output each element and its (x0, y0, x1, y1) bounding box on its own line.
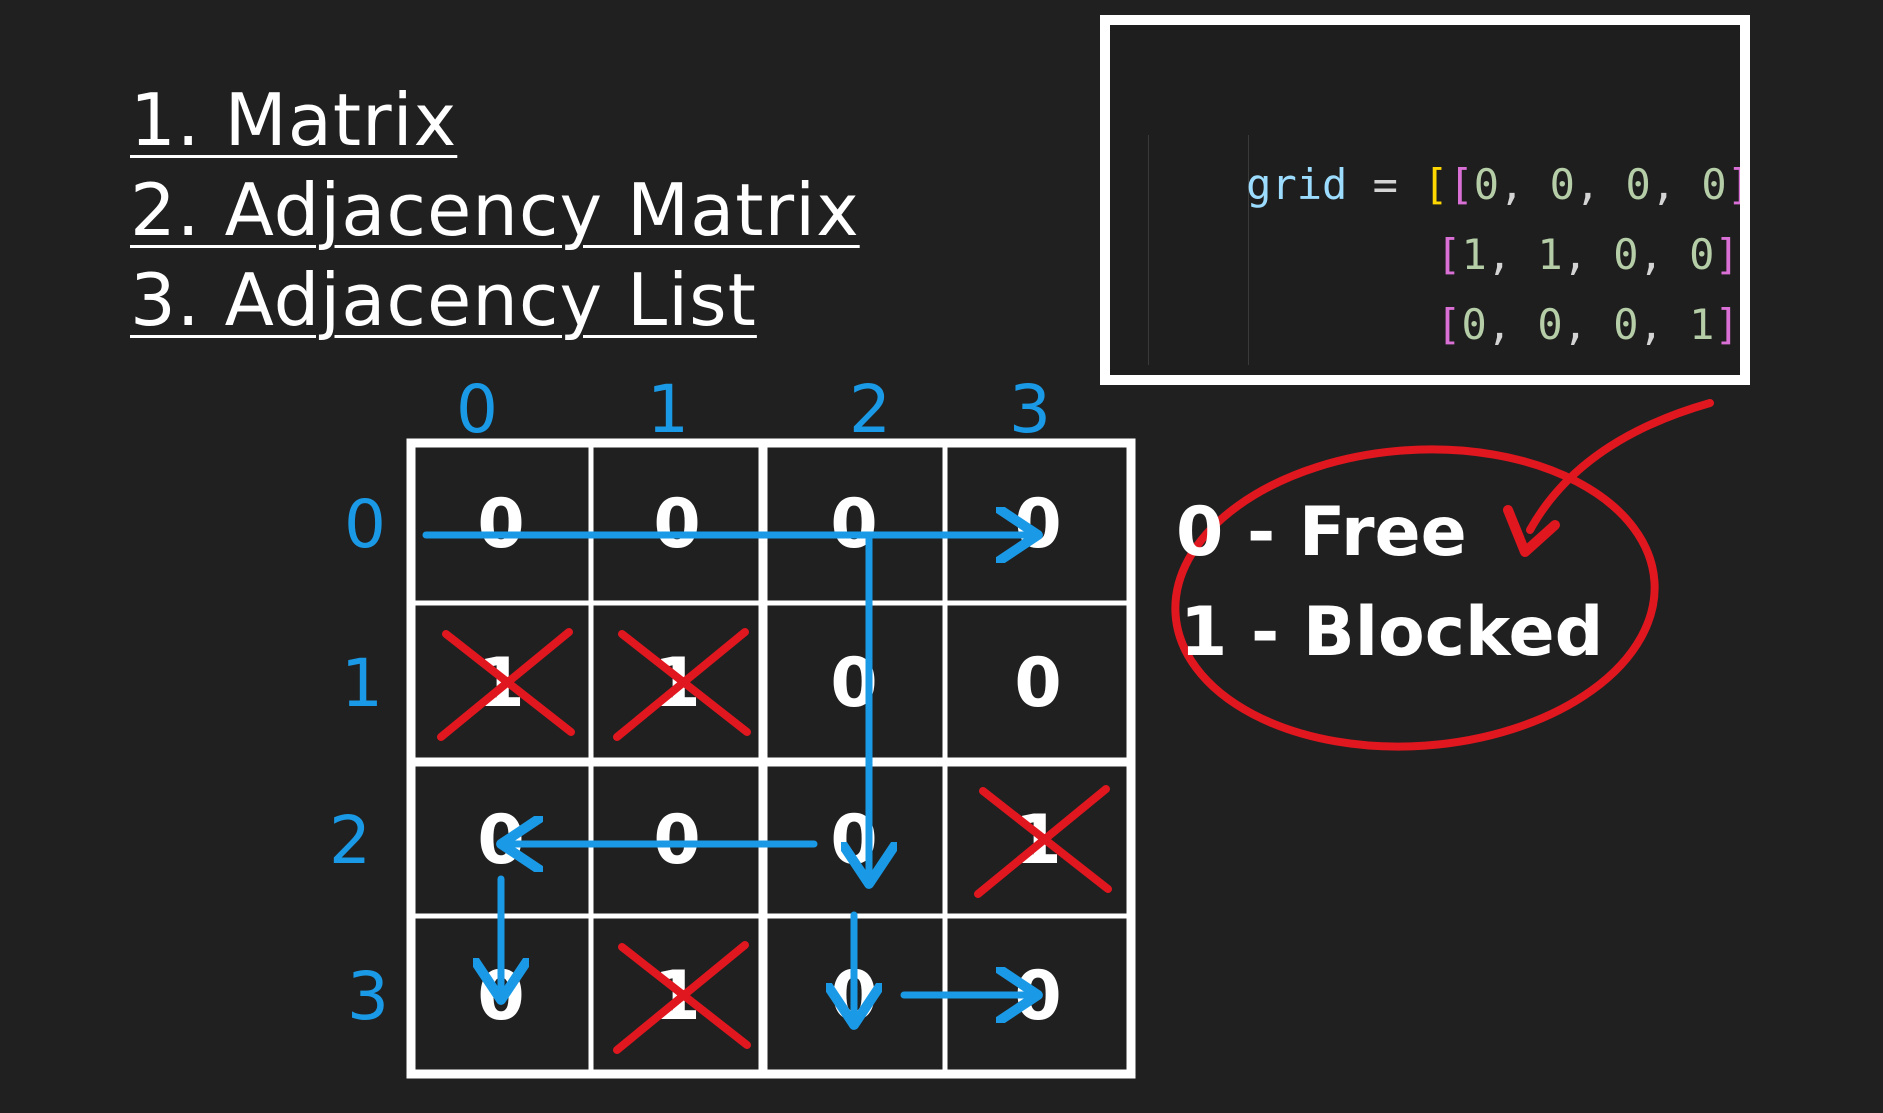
grid-cell-value: 0 (1014, 485, 1061, 564)
red-arrow-shaft (1526, 399, 1714, 534)
code-number: 1 (1537, 230, 1563, 279)
code-number: 0 (1613, 230, 1639, 279)
legend-circle (1171, 445, 1659, 751)
cross-stroke (613, 628, 749, 741)
blocked-cross-icon (974, 785, 1112, 898)
code-number: 1 (1689, 300, 1715, 349)
cross-stroke (613, 941, 749, 1054)
legend-blocked: 1 - Blocked (1180, 593, 1603, 672)
grid-cell-value: 0 (477, 485, 524, 564)
code-bracket: ] (1740, 370, 1741, 375)
code-variable: grid (1246, 160, 1348, 209)
legend-free: 0 - Free (1176, 493, 1467, 572)
row-index-label: 2 (329, 802, 371, 879)
code-number: 0 (1625, 160, 1651, 209)
indent-guide (1248, 135, 1249, 365)
code-bracket: ] (1714, 300, 1740, 349)
code-bracket: ] (1726, 160, 1750, 209)
code-number: 0 (1461, 370, 1486, 375)
column-index-label: 1 (647, 371, 689, 448)
code-bracket: [ (1436, 230, 1462, 279)
blocked-cross-icon (613, 628, 751, 741)
grid-cell-value: 0 (653, 485, 700, 564)
code-number: 0 (1689, 230, 1715, 279)
code-bracket: [ (1423, 160, 1449, 209)
code-number: 1 (1537, 370, 1562, 375)
grid-cell-value: 0 (1014, 644, 1061, 723)
code-number: 0 (1549, 160, 1575, 209)
row-index-label: 3 (347, 958, 389, 1035)
cross-stroke (974, 785, 1110, 898)
code-number: 0 (1537, 300, 1563, 349)
code-number: 0 (1613, 370, 1638, 375)
code-bracket: [ (1448, 160, 1474, 209)
code-line: [0, 1, 0, 0]] (1335, 290, 1741, 375)
red-arrow-head (1503, 505, 1560, 557)
blocked-marks (437, 628, 1112, 1054)
heading-adjacency-list: 3. Adjacency List (130, 258, 757, 342)
blocked-cross-icon (613, 941, 751, 1054)
row-index-labels: 0 1 2 3 (329, 486, 389, 1035)
column-index-labels: 0 1 2 3 (456, 371, 1051, 448)
row-index-label: 0 (344, 486, 386, 563)
blocked-cross-icon (437, 628, 575, 741)
code-line: grid = [[0, 0, 0, 0], (1145, 80, 1750, 290)
code-number: 0 (1461, 300, 1487, 349)
code-number: 0 (1689, 370, 1714, 375)
code-operator: = (1372, 160, 1398, 209)
code-snippet-panel: grid = [[0, 0, 0, 0], [1, 1, 0, 0], [0, … (1100, 15, 1750, 385)
heading-adjacency-matrix: 2. Adjacency Matrix (130, 168, 860, 252)
code-number: 0 (1613, 300, 1639, 349)
code-number: 0 (1473, 160, 1500, 209)
code-bracket: [ (1436, 370, 1461, 375)
column-index-label: 0 (456, 371, 498, 448)
heading-list: 1. Matrix 2. Adjacency Matrix 3. Adjacen… (130, 75, 860, 345)
code-bracket: ] (1714, 230, 1740, 279)
column-index-label: 3 (1009, 371, 1051, 448)
code-bracket: [ (1436, 300, 1462, 349)
column-index-label: 2 (849, 371, 891, 448)
code-line: [0, 0, 0, 1], (1436, 300, 1740, 349)
code-line: [1, 1, 0, 0], (1436, 230, 1740, 279)
code-number: 0 (1701, 160, 1727, 209)
indent-guide (1148, 135, 1149, 365)
code-number: 1 (1461, 230, 1487, 279)
row-index-label: 1 (341, 645, 383, 722)
traversal-path (422, 535, 1038, 1025)
cross-stroke (437, 628, 573, 741)
code-bracket: ] (1714, 370, 1739, 375)
heading-matrix: 1. Matrix (130, 78, 458, 162)
